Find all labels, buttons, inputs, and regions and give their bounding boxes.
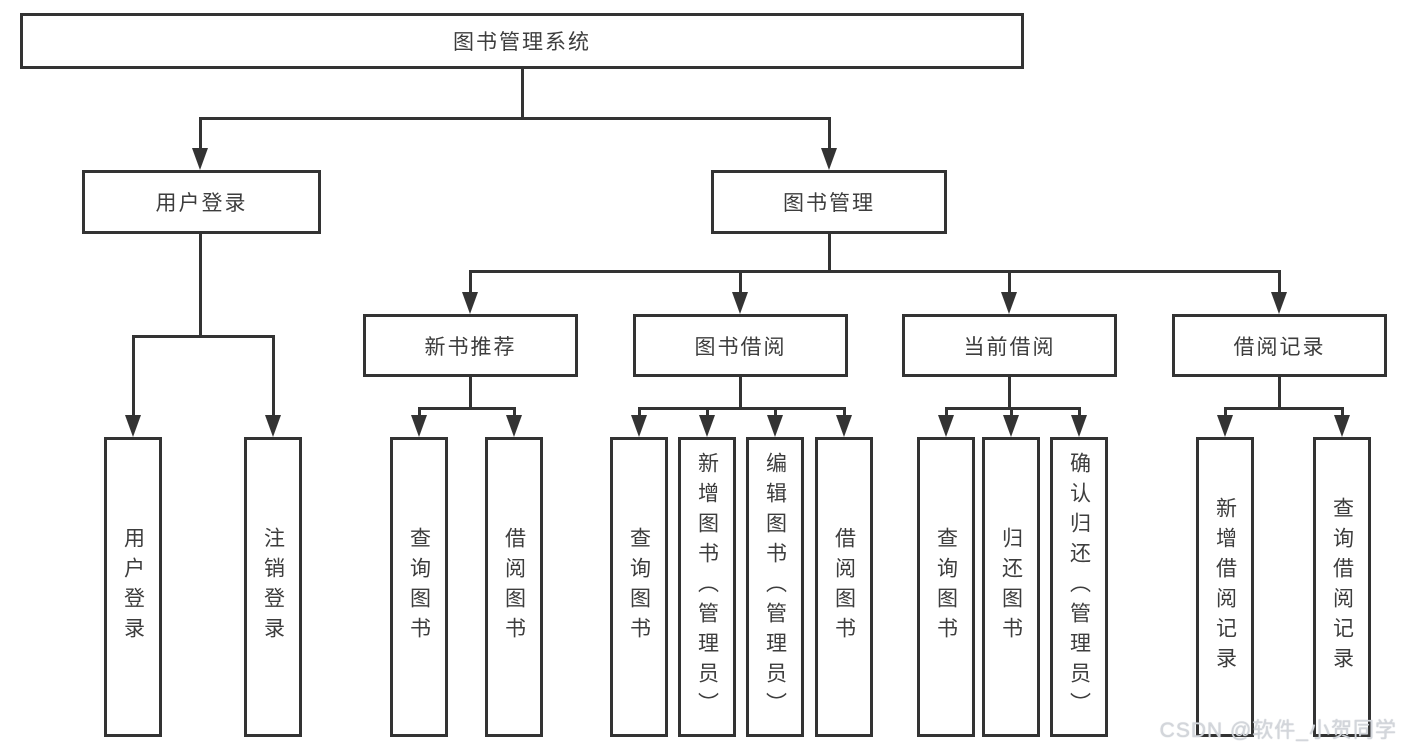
connector-vline — [1007, 377, 1011, 410]
connector-hline — [1223, 407, 1344, 410]
node-label: 借阅记录 — [1233, 335, 1326, 359]
leaf-logout: 注销登录 — [244, 437, 302, 737]
leaf-label: 新增借阅记录 — [1213, 497, 1237, 677]
connector-stem — [1340, 407, 1344, 419]
leaf-query-books-recommend: 查询图书 — [390, 437, 448, 737]
leaf-add-book-admin: 新增图书（管理员） — [678, 437, 736, 737]
arrowhead-icon — [938, 415, 954, 437]
arrowhead-icon — [699, 415, 715, 437]
leaf-user-login: 用户登录 — [104, 437, 162, 737]
node-user-login: 用户登录 — [82, 170, 321, 234]
leaf-query-books-current: 查询图书 — [917, 437, 975, 737]
leaf-label: 查询借阅记录 — [1330, 497, 1354, 677]
connector-stem — [468, 270, 472, 296]
arrowhead-icon — [1271, 292, 1287, 314]
arrowhead-icon — [411, 415, 427, 437]
connector-stem — [637, 407, 641, 419]
arrowhead-icon — [631, 415, 647, 437]
connector-stem — [944, 407, 948, 419]
node-borrowing-records: 借阅记录 — [1172, 314, 1387, 377]
node-current-borrowing: 当前借阅 — [902, 314, 1117, 377]
watermark: CSDN @软件_小贺同学 — [1159, 719, 1397, 742]
leaf-label: 查询图书 — [407, 527, 431, 647]
arrowhead-icon — [767, 415, 783, 437]
arrowhead-icon — [192, 148, 208, 170]
connector-vline — [520, 69, 524, 120]
arrowhead-icon — [462, 292, 478, 314]
leaf-confirm-return-admin: 确认归还（管理员） — [1050, 437, 1108, 737]
connector-stem — [512, 407, 516, 419]
connector-stem — [131, 335, 135, 419]
connector-vline — [1277, 377, 1281, 410]
connector-stem — [738, 270, 742, 296]
arrowhead-icon — [836, 415, 852, 437]
connector-hline — [944, 407, 1081, 410]
connector-stem — [773, 407, 777, 419]
connector-stem — [842, 407, 846, 419]
node-book-borrowing: 图书借阅 — [633, 314, 848, 377]
leaf-label: 编辑图书（管理员） — [763, 452, 787, 722]
connector-stem — [271, 335, 275, 419]
node-label: 当前借阅 — [963, 335, 1056, 359]
leaf-query-books-borrowing: 查询图书 — [610, 437, 668, 737]
node-label: 图书管理 — [783, 192, 875, 215]
arrowhead-icon — [265, 415, 281, 437]
arrowhead-icon — [1217, 415, 1233, 437]
connector-stem — [1007, 270, 1011, 296]
connector-stem — [1223, 407, 1227, 419]
leaf-label: 借阅图书 — [502, 527, 526, 647]
leaf-label: 归还图书 — [999, 527, 1023, 647]
arrowhead-icon — [1003, 415, 1019, 437]
connector-vline — [198, 234, 202, 338]
connector-stem — [1277, 270, 1281, 296]
leaf-label: 新增图书（管理员） — [695, 452, 719, 722]
arrowhead-icon — [1071, 415, 1087, 437]
arrowhead-icon — [1334, 415, 1350, 437]
leaf-label: 查询图书 — [627, 527, 651, 647]
leaf-add-borrow-record: 新增借阅记录 — [1196, 437, 1254, 737]
connector-hline — [198, 117, 831, 120]
connector-stem — [1009, 407, 1013, 419]
connector-stem — [417, 407, 421, 419]
node-library-management-system: 图书管理系统 — [20, 13, 1024, 69]
leaf-return-books: 归还图书 — [982, 437, 1040, 737]
leaf-label: 用户登录 — [121, 527, 145, 647]
node-label: 新书推荐 — [424, 335, 517, 359]
node-book-management: 图书管理 — [711, 170, 947, 234]
node-label: 图书借阅 — [694, 335, 787, 359]
node-new-book-recommendation: 新书推荐 — [363, 314, 578, 377]
connector-vline — [738, 377, 742, 410]
connector-hline — [131, 335, 275, 338]
connector-hline — [417, 407, 516, 410]
connector-hline — [637, 407, 846, 410]
node-label: 用户登录 — [155, 192, 248, 215]
leaf-label: 注销登录 — [261, 527, 285, 647]
connector-hline — [468, 270, 1281, 273]
arrowhead-icon — [1001, 292, 1017, 314]
connector-vline — [827, 234, 831, 273]
leaf-label: 确认归还（管理员） — [1067, 452, 1091, 722]
arrowhead-icon — [125, 415, 141, 437]
leaf-borrow-books: 借阅图书 — [815, 437, 873, 737]
connector-stem — [198, 117, 202, 152]
leaf-query-borrow-record: 查询借阅记录 — [1313, 437, 1371, 737]
leaf-edit-book-admin: 编辑图书（管理员） — [746, 437, 804, 737]
arrowhead-icon — [506, 415, 522, 437]
connector-stem — [1077, 407, 1081, 419]
connector-stem — [827, 117, 831, 152]
leaf-label: 借阅图书 — [832, 527, 856, 647]
leaf-borrow-books-recommend: 借阅图书 — [485, 437, 543, 737]
arrowhead-icon — [732, 292, 748, 314]
arrowhead-icon — [821, 148, 837, 170]
connector-stem — [705, 407, 709, 419]
leaf-label: 查询图书 — [934, 527, 958, 647]
node-label: 图书管理系统 — [453, 31, 591, 54]
connector-vline — [468, 377, 472, 410]
